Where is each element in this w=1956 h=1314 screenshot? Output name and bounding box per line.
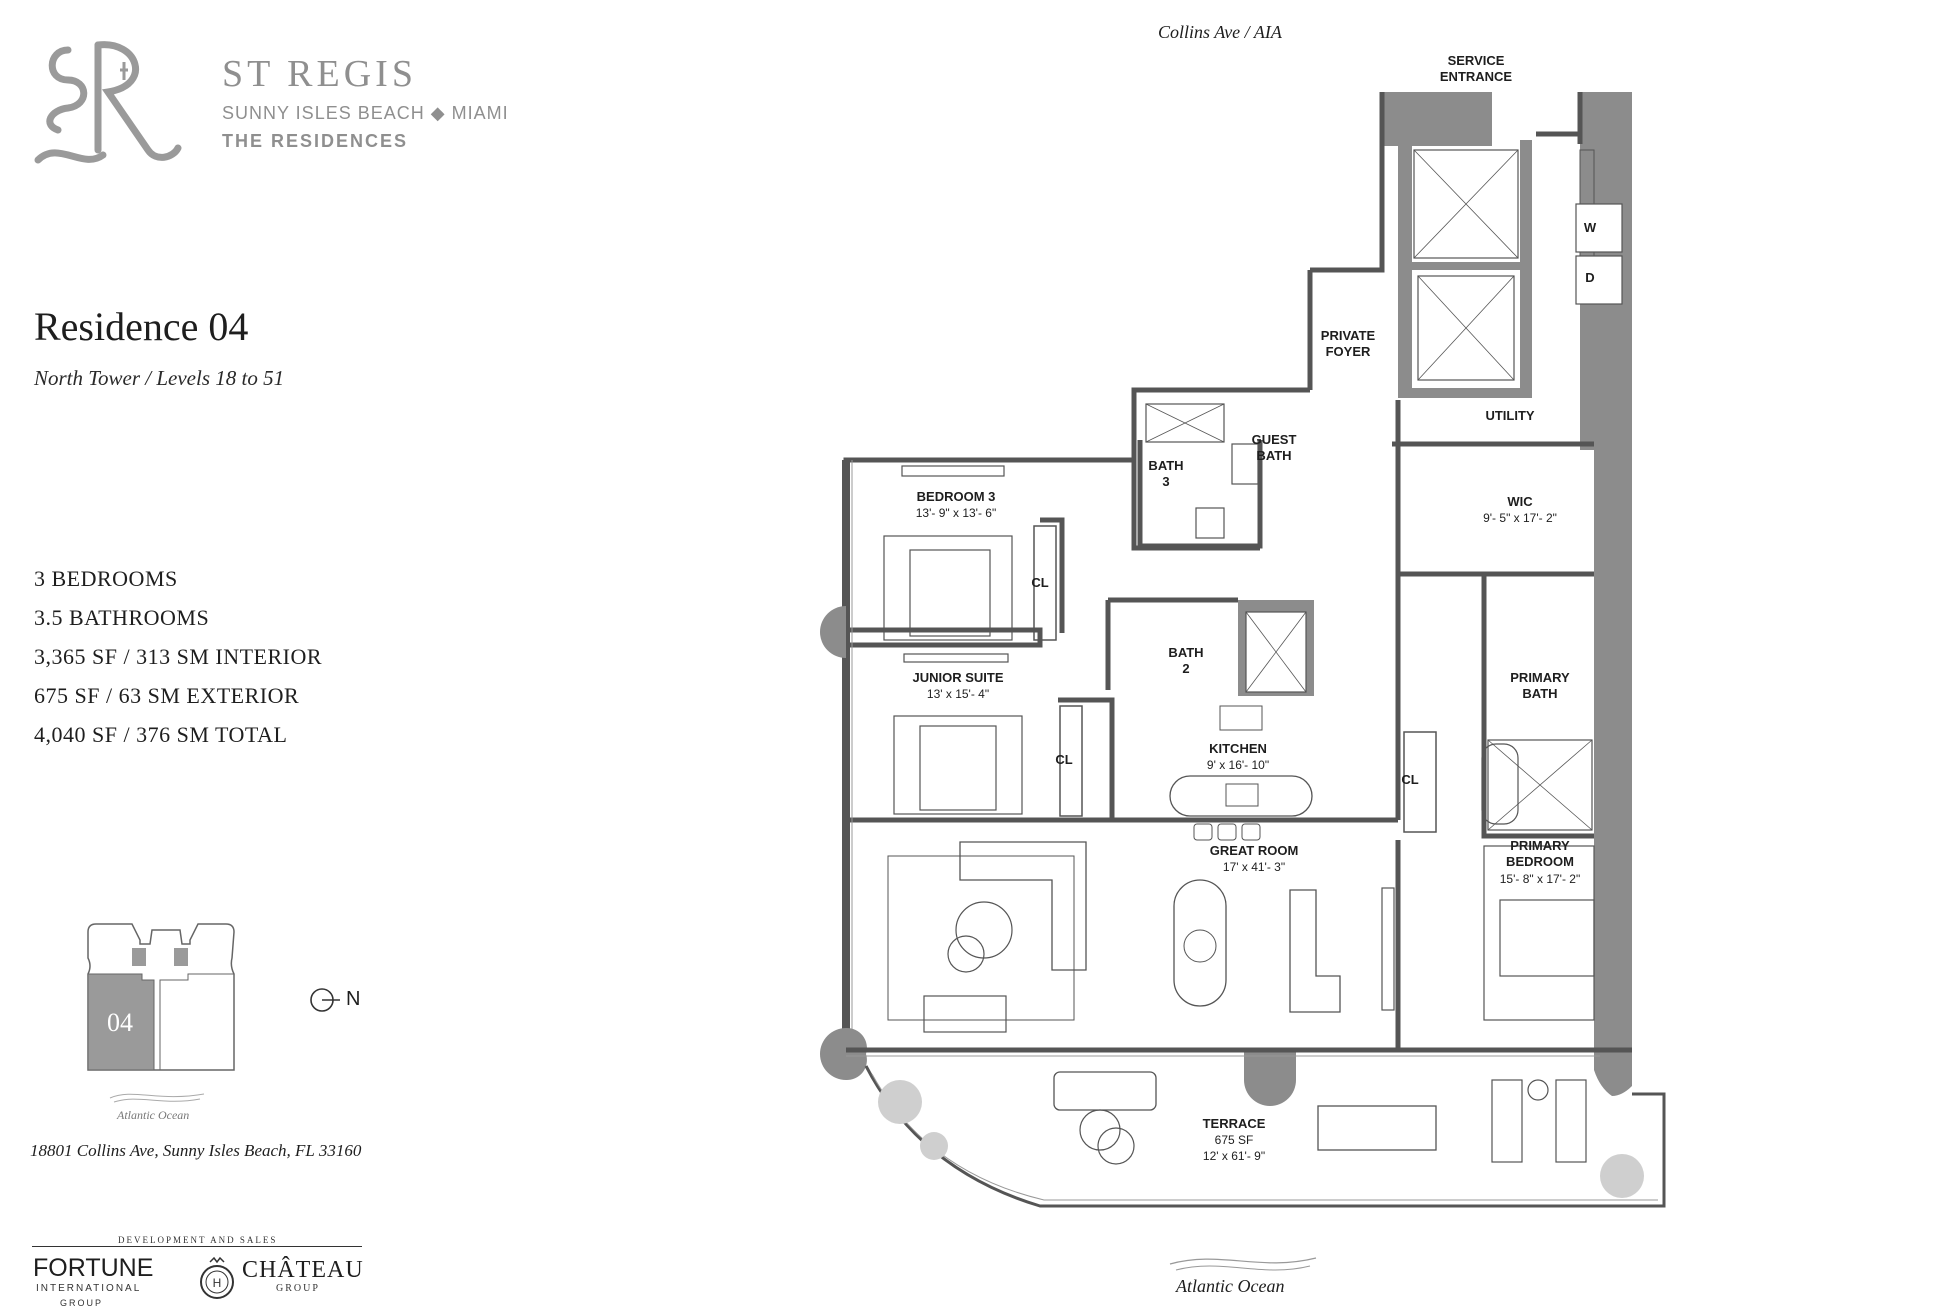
dim-junior-suite: 13' x 15'- 4" xyxy=(926,687,990,701)
residence-subtitle: North Tower / Levels 18 to 51 xyxy=(34,366,285,390)
ocean-label: Atlantic Ocean xyxy=(1176,1276,1285,1296)
street-label: Collins Ave / AIA xyxy=(1158,22,1282,42)
palm-tree-icon xyxy=(878,1080,1644,1198)
ocean-wave-icon xyxy=(1169,1257,1317,1265)
dim-bedroom3: 13'- 9" x 13'- 6" xyxy=(915,506,997,520)
chateau-crest-icon: H xyxy=(200,1256,234,1299)
fortune-logo-group: GROUP xyxy=(60,1298,104,1308)
dim-terrace: 12' x 61'- 9" xyxy=(1202,1149,1266,1163)
spec-total: 4,040 SF / 376 SM TOTAL xyxy=(34,722,288,747)
chateau-logo-name: CHÂTEAU xyxy=(242,1257,364,1283)
dim-wic: 9'- 5" x 17'- 2" xyxy=(1483,511,1557,525)
interior-walls xyxy=(843,92,1594,1050)
brand-name: ST REGIS xyxy=(222,53,417,95)
key-plan-ocean-label: Atlantic Ocean xyxy=(117,1108,190,1122)
developers-label: DEVELOPMENT AND SALES xyxy=(118,1235,278,1245)
dim-primary-bedroom: 15'- 8" x 17'- 2" xyxy=(1499,872,1581,886)
column-bedroom3 xyxy=(820,606,846,658)
east-wall xyxy=(1580,92,1632,1096)
wave-icon xyxy=(109,1093,205,1103)
sr-monogram-icon xyxy=(34,41,182,164)
svg-text:H: H xyxy=(213,1276,222,1290)
column-terrace xyxy=(820,1027,867,1081)
label-guest-bath: GUEST BATH xyxy=(1251,432,1297,463)
label-primary-bath: PRIMARY BATH xyxy=(1510,670,1570,701)
label-closet-bedroom3: CL xyxy=(1031,575,1049,590)
spec-bathrooms: 3.5 BATHROOMS xyxy=(34,605,210,630)
spec-bedrooms: 3 BEDROOMS xyxy=(34,566,178,591)
key-plan-unit-label: 04 xyxy=(107,1008,133,1037)
brand-location: SUNNY ISLES BEACH ◆ MIAMI xyxy=(222,103,509,123)
label-junior-suite: JUNIOR SUITE xyxy=(912,670,1004,685)
residence-title: Residence 04 xyxy=(34,304,249,349)
fortune-logo-sub: INTERNATIONAL xyxy=(36,1283,142,1294)
label-closet-junior: CL xyxy=(1055,752,1073,767)
label-primary-bedroom: PRIMARY BEDROOM xyxy=(1506,838,1574,869)
label-kitchen: KITCHEN xyxy=(1209,741,1267,756)
service-core-wall xyxy=(1382,92,1492,146)
north-arrow-icon xyxy=(310,988,340,1012)
label-washer: W xyxy=(1583,220,1597,235)
label-private-foyer: PRIVATE FOYER xyxy=(1320,328,1376,359)
dim-kitchen: 9' x 16'- 10" xyxy=(1206,758,1270,772)
north-label: N xyxy=(346,988,361,1010)
spec-interior: 3,365 SF / 313 SM INTERIOR xyxy=(34,644,323,669)
chateau-logo-sub: GROUP xyxy=(276,1283,320,1294)
label-great-room: GREAT ROOM xyxy=(1209,843,1299,858)
label-closet-hall: CL xyxy=(1401,772,1419,787)
dim-great-room: 17' x 41'- 3" xyxy=(1222,860,1286,874)
column-terrace-mid xyxy=(1244,1050,1296,1106)
label-dryer: D xyxy=(1585,270,1595,285)
terrace-area: 675 SF xyxy=(1214,1133,1254,1147)
address: 18801 Collins Ave, Sunny Isles Beach, FL… xyxy=(30,1141,362,1160)
label-bedroom3: BEDROOM 3 xyxy=(916,489,996,504)
fortune-logo-name: FORTUNE xyxy=(33,1254,154,1282)
spec-exterior: 675 SF / 63 SM EXTERIOR xyxy=(34,683,300,708)
brand-subtitle: THE RESIDENCES xyxy=(222,131,409,151)
key-plan xyxy=(87,923,235,1071)
label-service-entrance: SERVICE ENTRANCE xyxy=(1439,53,1513,84)
label-bath2: BATH 2 xyxy=(1168,645,1204,676)
label-utility: UTILITY xyxy=(1485,408,1535,423)
label-bath3: BATH 3 xyxy=(1148,458,1184,489)
label-terrace: TERRACE xyxy=(1202,1116,1266,1131)
developers-divider xyxy=(32,1246,362,1247)
label-wic: WIC xyxy=(1507,494,1533,509)
